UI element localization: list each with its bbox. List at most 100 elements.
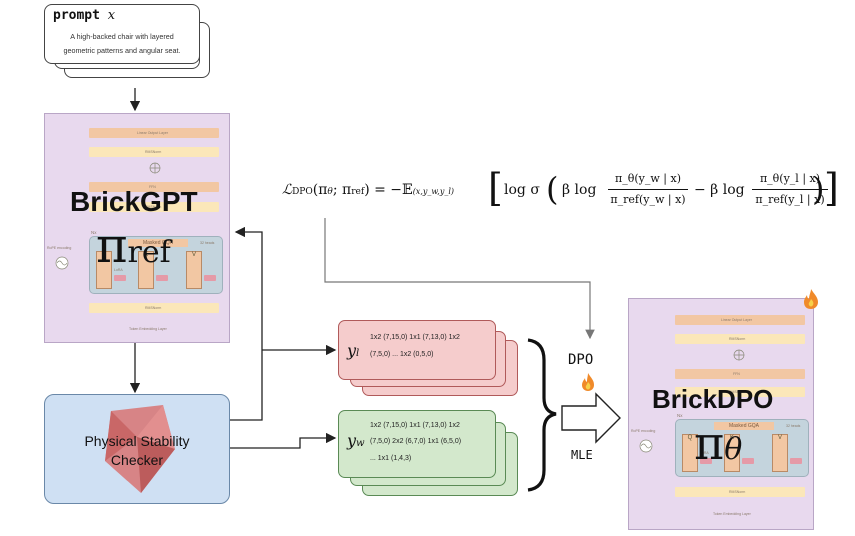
ref-rope-icon (55, 256, 69, 270)
losing-line-1: 1x2 (7,15,0) 1x1 (7,13,0) 1x2 (370, 334, 460, 341)
ref-q: Q (96, 251, 112, 289)
dpo-q: Q (682, 434, 698, 472)
dpo-k-label: K (729, 435, 734, 441)
ref-output-label: Linear Output Layer (137, 131, 168, 135)
ref-policy-symbol: πref (96, 218, 171, 274)
ref-model-name: BrickGPT (70, 186, 198, 217)
ref-model-panel: Linear Output Layer RMSNorm FFN RMSNorm … (44, 113, 230, 343)
ref-heads-label: 32 heads (200, 241, 215, 245)
winning-line-3: ... 1x1 (1,4,3) (370, 455, 412, 462)
ref-masked-gqa: Masked GQA (128, 239, 188, 247)
losing-sub: l (356, 348, 360, 359)
prompt-label: prompt x (53, 8, 116, 23)
ref-ffn (89, 182, 219, 192)
formula-beta-log-1: β log (562, 182, 597, 198)
ref-output-layer (89, 128, 219, 138)
dpo-ffn-label: FFN (733, 372, 740, 376)
dpo-policy-sub: θ (724, 432, 743, 467)
ref-rmsnorm-1-label: RMSNorm (145, 150, 162, 154)
formula-log-sigma: log σ (504, 182, 540, 198)
ref-v: V (186, 251, 202, 289)
dpo-rmsnorm-2-label: RMSNorm (729, 390, 746, 394)
ref-rmsnorm-3-label: RMSNorm (145, 306, 162, 310)
ref-rmsnorm-2 (89, 202, 219, 212)
arrow-to-winning (229, 432, 337, 449)
ref-rmsnorm-3 (89, 303, 219, 313)
dpo-rope-label: RoPE encoding (631, 429, 656, 433)
winning-line-2: (7,5,0) 2x2 (6,7,0) 1x1 (6,5,0) (370, 438, 462, 445)
formula-num-2: π_θ(y_l | x) (759, 172, 821, 185)
losing-var: yl (347, 341, 360, 360)
dpo-lora-v (790, 458, 802, 464)
dpo-loss-formula: ℒDPO(πθ; πref) = −𝔼(x,y_w,y_l) [ log σ (… (282, 168, 842, 218)
checker-line-1: Physical Stability (84, 433, 190, 449)
dpo-v: V (772, 434, 788, 472)
ref-rope-label: RoPE encoding (47, 246, 72, 250)
mle-label: MLE (571, 448, 593, 462)
dpo-residual-add-1 (733, 349, 745, 361)
dpo-rmsnorm-2 (675, 387, 805, 397)
dpo-rmsnorm-1 (675, 334, 805, 344)
dpo-heads-label: 32 heads (786, 424, 801, 428)
losing-line-2: (7,5,0) ... 1x2 (0,5,0) (370, 351, 434, 358)
formula-fracbar-1 (608, 189, 688, 190)
formula-fracbar-2 (752, 189, 828, 190)
dpo-attention-block: Masked GQA 32 heads Q K V LoRA (675, 419, 809, 477)
winning-line-1: 1x2 (7,15,0) 1x1 (7,13,0) 1x2 (370, 422, 460, 429)
winning-var: yw (347, 431, 365, 450)
dpo-output-layer (675, 315, 805, 325)
dpo-model-panel: Linear Output Layer RMSNorm FFN RMSNorm … (628, 298, 814, 530)
formula-den-1: π_ref(y_w | x) (610, 193, 686, 206)
ref-k-label: K (143, 252, 148, 258)
prompt-line-2: geometric patterns and angular seat. (63, 46, 181, 55)
ref-v-label: V (191, 252, 196, 258)
formula-bracket-left: [ (488, 166, 503, 210)
ref-lora-v (204, 275, 216, 281)
fire-icon (582, 373, 594, 391)
winning-card: yw 1x2 (7,15,0) 1x1 (7,13,0) 1x2 (7,5,0)… (338, 410, 496, 478)
formula-den-2: π_ref(y_l | x) (755, 193, 825, 206)
ref-rmsnorm-2-label: RMSNorm (145, 205, 162, 209)
dpo-rope-icon (639, 439, 653, 453)
ref-lora-label: LoRA (114, 268, 123, 272)
formula-num-1: π_θ(y_w | x) (615, 172, 681, 185)
dpo-lora-q (700, 458, 712, 464)
arrow-checker-to-ref (229, 226, 263, 421)
ref-lora-k (156, 275, 168, 281)
ref-nx-label: Nx (91, 230, 97, 235)
ref-policy-sub: ref (127, 235, 171, 270)
formula-paren-left: ( (546, 170, 559, 208)
arrow-formula-to-dpo (324, 218, 595, 340)
dpo-rmsnorm-1-label: RMSNorm (729, 337, 746, 341)
ref-attention-block: Masked GQA 32 heads Q K V LoRA (89, 236, 223, 294)
ref-rmsnorm-1 (89, 147, 219, 157)
stability-checker: Physical Stability Checker (44, 394, 230, 504)
formula-bracket-right: ] (824, 166, 839, 210)
prompt-var: x (107, 8, 116, 23)
crystal-icon (105, 405, 175, 493)
dpo-nx-label: Nx (677, 413, 683, 418)
checker-line-2: Checker (110, 452, 164, 468)
dpo-lora-label: LoRA (700, 451, 709, 455)
formula-minus-beta-log: − β log (694, 182, 745, 198)
formula-lhs: ℒDPO(πθ; πref) = −𝔼(x,y_w,y_l) (282, 182, 455, 198)
ref-embed-label: Token Embedding Layer (129, 327, 167, 331)
dpo-policy-symbol: πθ (694, 416, 743, 470)
winning-sub: w (356, 438, 365, 449)
dpo-v-label: V (777, 435, 782, 441)
ref-k: K (138, 251, 154, 289)
dpo-k: K (724, 434, 740, 472)
dpo-q-label: Q (687, 435, 693, 441)
ref-residual-add-1 (149, 162, 161, 174)
ref-lora-q (114, 275, 126, 281)
prompt-card: prompt x A high-backed chair with layere… (44, 4, 200, 64)
dpo-embed-label: Token Embedding Layer (713, 512, 751, 516)
dpo-rmsnorm-3-label: RMSNorm (729, 490, 746, 494)
dpo-fire-icon (804, 289, 818, 309)
ref-ffn-label: FFN (149, 185, 156, 189)
ref-q-label: Q (101, 252, 107, 258)
dpo-label: DPO (568, 352, 594, 368)
dpo-model-name: BrickDPO (652, 384, 774, 414)
formula-paren-right: ) (812, 170, 825, 208)
dpo-ffn (675, 369, 805, 379)
